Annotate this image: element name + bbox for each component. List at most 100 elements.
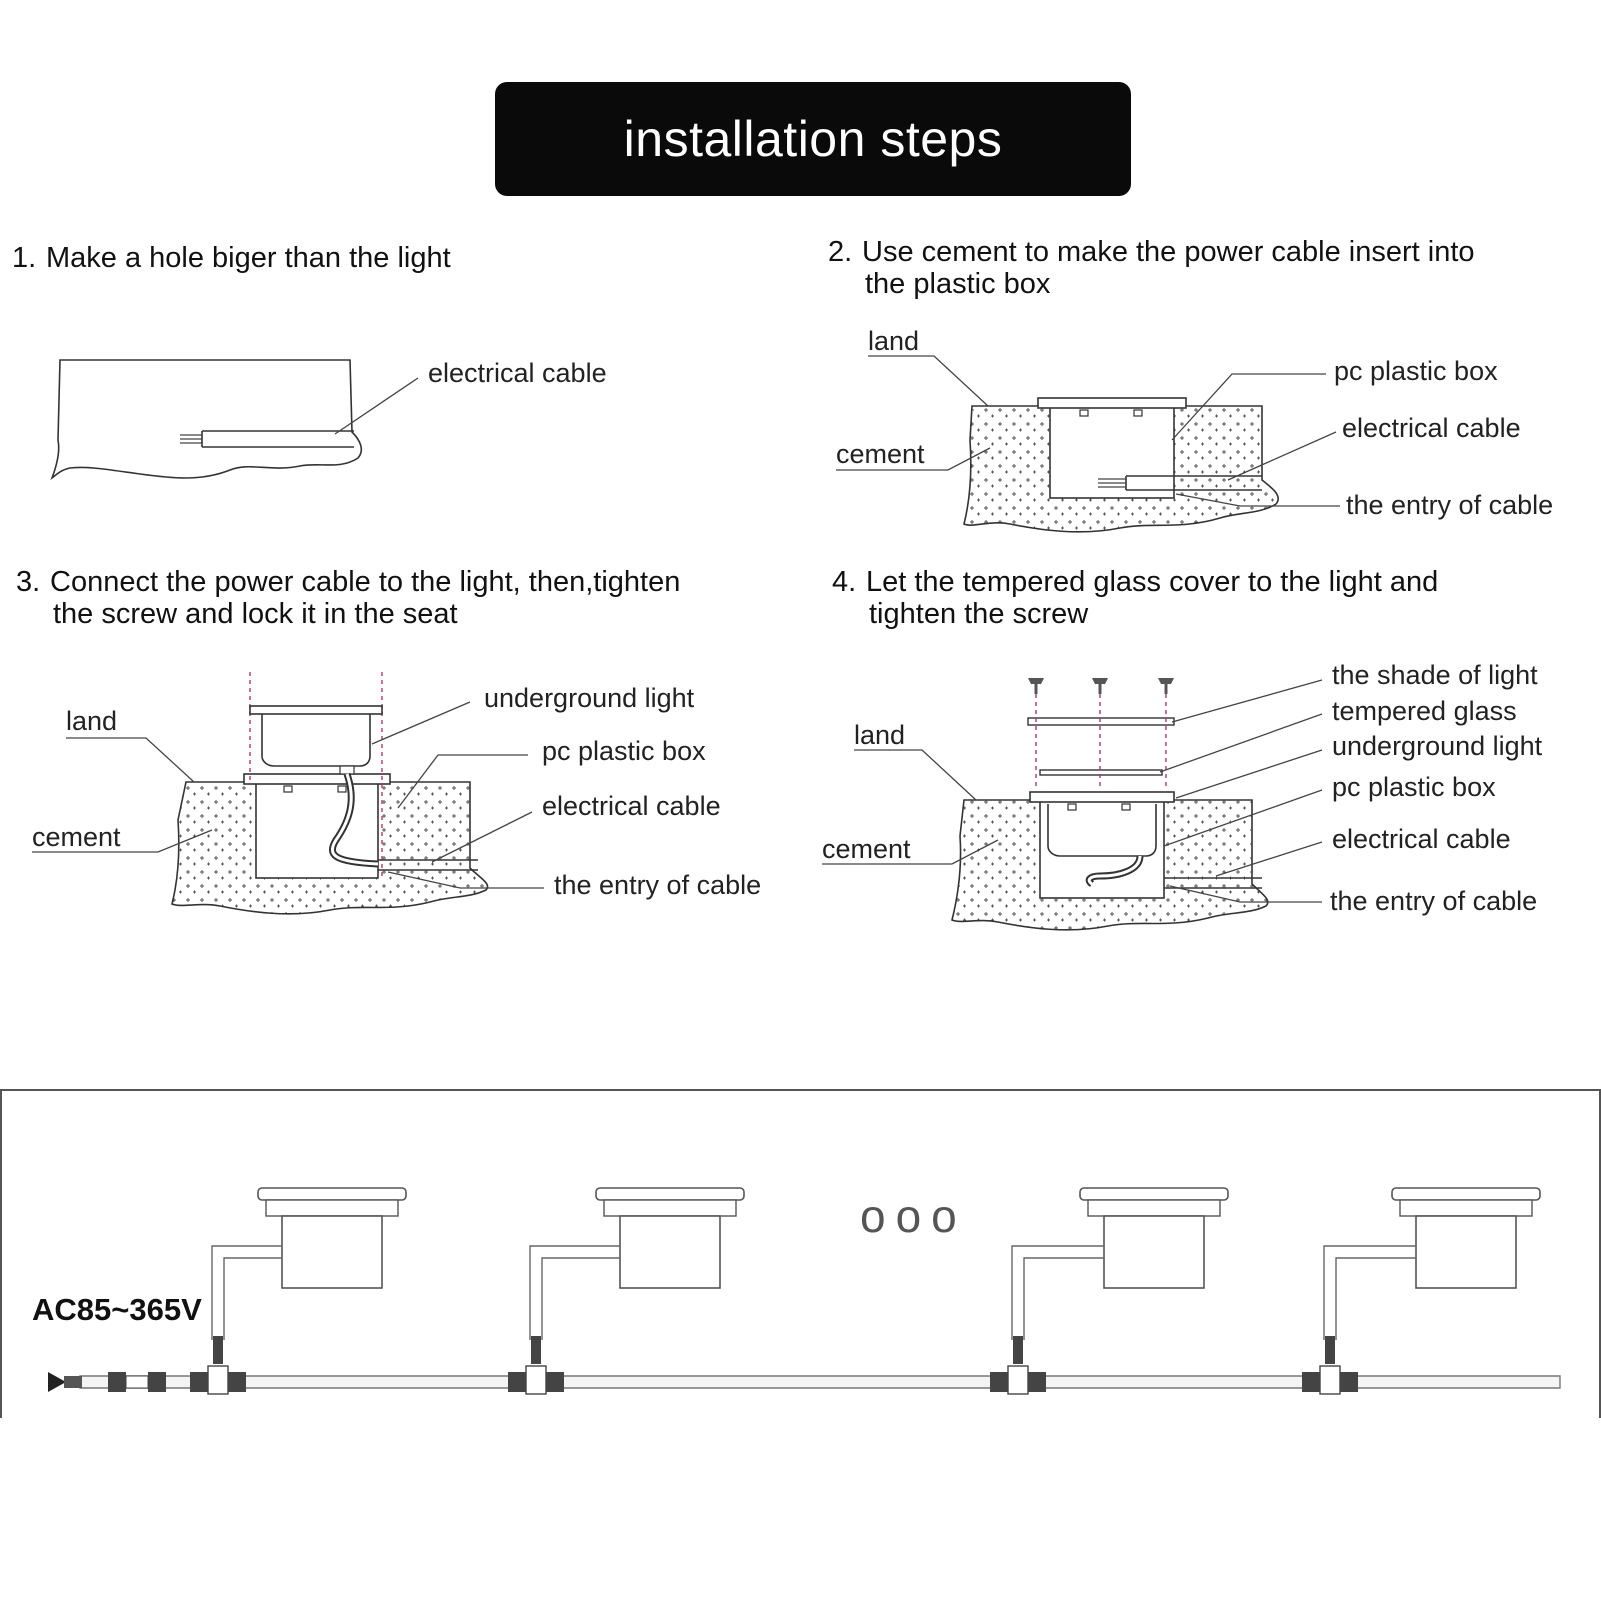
light-rim	[257, 1187, 407, 1201]
cable-body	[201, 430, 354, 448]
leader-line	[66, 737, 195, 783]
leader-line	[334, 377, 419, 435]
cable-gland	[339, 765, 355, 775]
tee-connector-stem	[531, 1336, 541, 1364]
step-text: Connect the power cable to the light, th…	[50, 566, 681, 598]
step-3: 3.Connect the power cable to the light, …	[16, 566, 680, 630]
hole-outline	[50, 359, 363, 481]
light-collar	[1087, 1199, 1221, 1217]
leader-line	[32, 829, 213, 853]
supply-cable	[378, 859, 478, 871]
light-lead-cable	[1323, 1245, 1416, 1340]
leader-line	[854, 749, 977, 801]
wiring-frame	[0, 1089, 1601, 1421]
step-number: 2.	[828, 236, 853, 268]
box-tab	[1067, 803, 1077, 811]
page-title: installation steps	[623, 111, 1003, 167]
light-lead-cable	[529, 1245, 620, 1340]
underground-light-body	[1047, 804, 1157, 857]
cable-conductors	[1098, 478, 1126, 488]
step-text-line2: the plastic box	[865, 268, 1051, 300]
diagram-4-glass-cover: land cement the shade of light tempered …	[822, 660, 1543, 931]
box-tab	[1121, 803, 1131, 811]
cable-conductors	[180, 434, 202, 444]
light-rim	[1079, 1187, 1229, 1201]
step-2: 2. Use cement to make the power cable ins…	[828, 236, 1475, 300]
voltage-label: AC85~365V	[32, 1292, 202, 1327]
tee-connector-right	[1028, 1372, 1046, 1392]
screw-icon	[1158, 678, 1174, 694]
label-cement: cement	[32, 822, 121, 852]
tee-connector-hub	[1007, 1365, 1029, 1395]
pc-plastic-box	[1039, 799, 1165, 899]
light-body	[1415, 1215, 1517, 1289]
leader-line	[1215, 841, 1323, 877]
tee-connector-hub	[1319, 1365, 1341, 1395]
step-text: Use cement to make the power cable inser…	[862, 236, 1475, 268]
leader-line	[371, 701, 471, 745]
leader-line	[1175, 493, 1340, 507]
tee-connector-hub	[207, 1365, 229, 1395]
leader-line	[1159, 713, 1323, 773]
leader-line	[1175, 749, 1323, 799]
light-body	[1103, 1215, 1205, 1289]
label-pc-plastic-box: pc plastic box	[1332, 772, 1496, 802]
step-text-line2: the screw and lock it in the seat	[53, 598, 458, 630]
step-number: 4.	[832, 566, 857, 598]
leader-line	[868, 355, 989, 407]
label-underground-light: underground light	[484, 683, 695, 713]
label-electrical-cable: electrical cable	[1332, 824, 1511, 854]
tee-connector-right	[1340, 1372, 1358, 1392]
tee-connector-stem	[1013, 1336, 1023, 1364]
light-collar	[603, 1199, 737, 1217]
tee-connector-stem	[213, 1336, 223, 1364]
lights-group	[190, 1187, 1541, 1395]
leader-line	[1171, 373, 1326, 441]
step-text-line2: tighten the screw	[869, 598, 1089, 630]
leader-line	[431, 811, 533, 863]
screw-icon	[1092, 678, 1108, 694]
tee-connector-hub	[525, 1365, 547, 1395]
light-rim	[1391, 1187, 1541, 1201]
tempered-glass	[1039, 769, 1163, 776]
leader-line	[1169, 885, 1322, 903]
screw-icon	[1028, 678, 1044, 694]
leader-line	[1227, 431, 1337, 481]
label-pc-plastic-box: pc plastic box	[542, 736, 706, 766]
light-body	[619, 1215, 721, 1289]
step-number: 1.	[12, 242, 37, 274]
label-entry-of-cable: the entry of cable	[554, 870, 761, 900]
underground-light-body	[261, 714, 371, 767]
tee-connector-stem	[1325, 1336, 1335, 1364]
pc-plastic-box	[1049, 405, 1175, 499]
title-banner: installation steps	[495, 82, 1131, 196]
plug-icon	[48, 1372, 66, 1392]
light-lead-cable	[1011, 1245, 1104, 1340]
label-pc-plastic-box: pc plastic box	[1334, 356, 1498, 386]
label-entry-of-cable: the entry of cable	[1346, 490, 1553, 520]
ellipsis-more-lights: ooo	[860, 1190, 967, 1242]
tee-connector-left	[190, 1372, 208, 1392]
leader-line	[387, 871, 544, 889]
step-text: Make a hole biger than the light	[46, 242, 451, 274]
tee-connector-left	[508, 1372, 526, 1392]
label-underground-light: underground light	[1332, 731, 1543, 761]
leader-line	[397, 754, 528, 809]
diagram-3-connect: land cement underground light pc plastic…	[32, 672, 761, 915]
light-collar	[1399, 1199, 1533, 1217]
label-tempered-glass: tempered glass	[1332, 696, 1517, 726]
label-electrical-cable: electrical cable	[542, 791, 721, 821]
tee-connector-right	[228, 1372, 246, 1392]
box-flange	[1029, 791, 1175, 803]
leader-line	[836, 447, 991, 471]
light-body	[281, 1215, 383, 1289]
label-land: land	[854, 720, 905, 750]
box-flange	[243, 773, 391, 785]
box-flange	[1037, 397, 1187, 409]
label-land: land	[66, 706, 117, 736]
diagram-1-hole: electrical cable	[50, 358, 607, 481]
label-cement: cement	[822, 834, 911, 864]
tee-connector-right	[546, 1372, 564, 1392]
inline-connector	[108, 1372, 166, 1392]
box-tab	[1079, 409, 1089, 417]
